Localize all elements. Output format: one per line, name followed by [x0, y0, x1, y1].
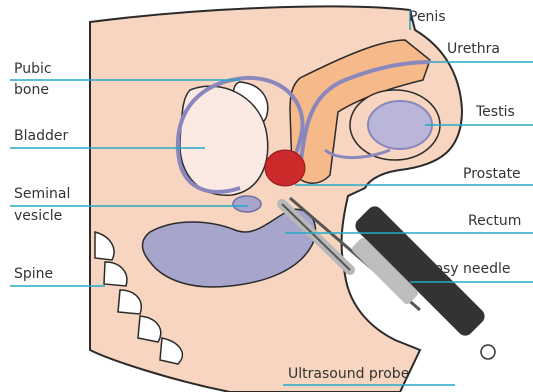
label-pubic-bone-line1: Pubic [14, 59, 52, 79]
label-prostate: Prostate [463, 164, 521, 184]
prostate-shape [265, 150, 305, 186]
label-rectum: Rectum [468, 211, 521, 231]
label-pubic-bone-line2: bone [14, 80, 49, 100]
label-spine: Spine [14, 264, 53, 284]
label-bladder: Bladder [14, 126, 68, 146]
label-penis: Penis [409, 7, 446, 27]
label-testis: Testis [476, 102, 515, 122]
label-urethra: Urethra [447, 39, 500, 59]
label-seminal-vesicle-line2: vesicle [14, 206, 62, 226]
testis-shape [368, 101, 432, 149]
label-biopsy-needle: Biopsy needle [412, 259, 510, 279]
seminal-vesicle-shape [233, 196, 261, 212]
label-ultrasound-probe: Ultrasound probe [288, 364, 409, 384]
label-seminal-vesicle-line1: Seminal [14, 184, 70, 204]
